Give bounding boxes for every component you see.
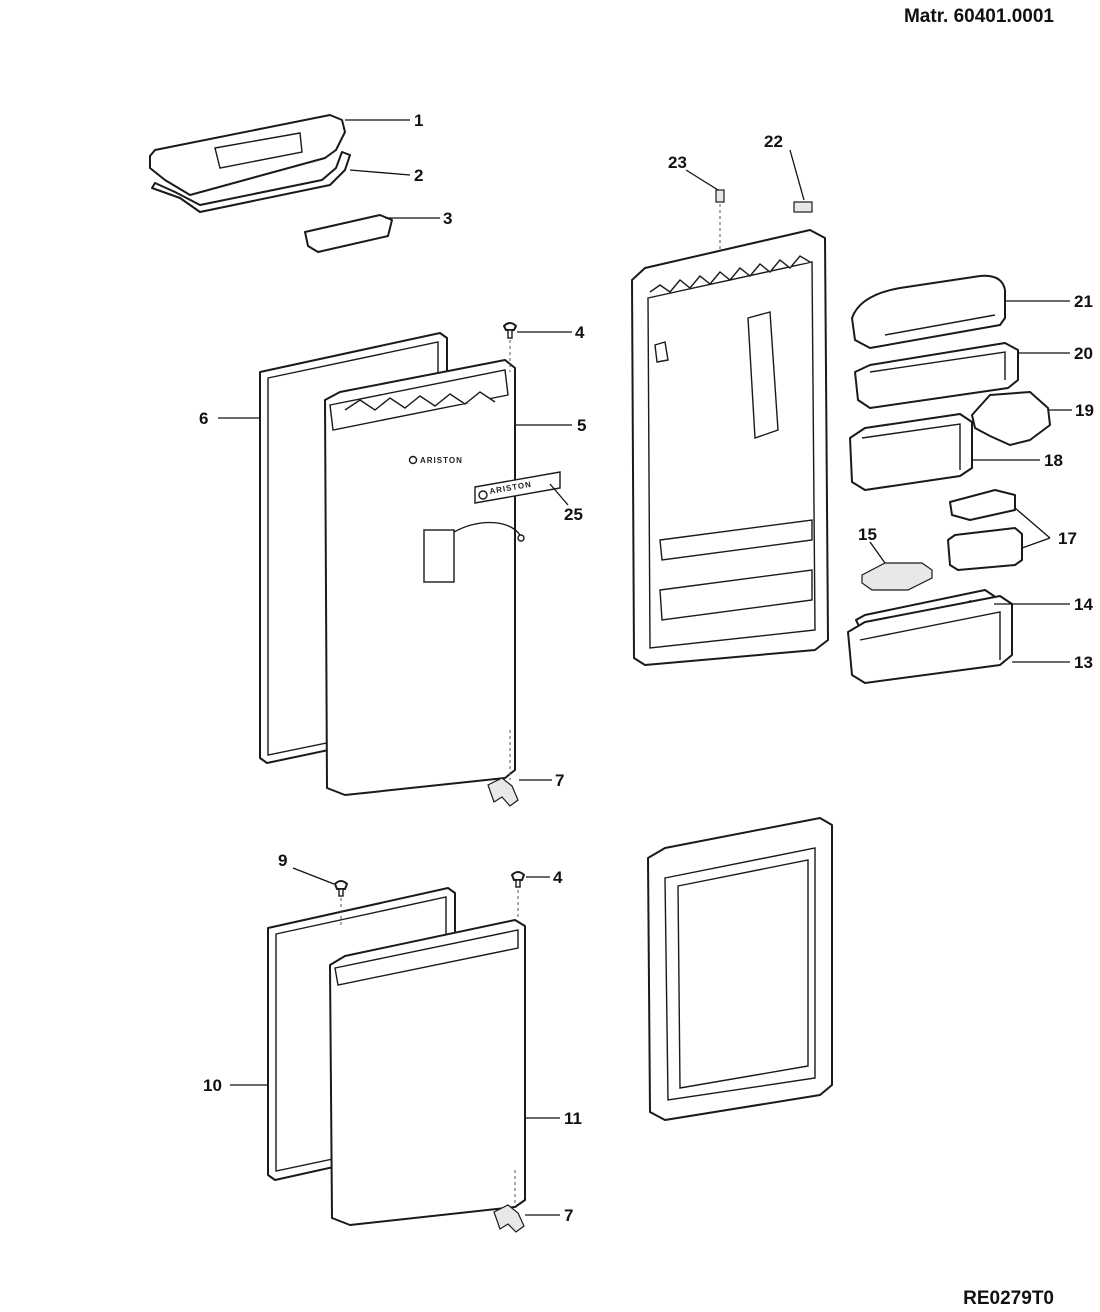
- callout-22: 22: [764, 132, 783, 151]
- callout-9: 9: [278, 851, 287, 870]
- part-15-small-lid: [861, 562, 933, 591]
- callout-18: 18: [1044, 451, 1063, 470]
- part-17-containers: [947, 489, 1023, 571]
- callout-13: 13: [1074, 653, 1093, 672]
- part-4-upper-screw: [503, 322, 517, 339]
- part-7-lower-hinge: [493, 1204, 525, 1233]
- inner-door-liner-lower: [647, 817, 833, 1121]
- drawing-title: Matr. 60401.0001: [903, 6, 1054, 27]
- part-2-handle-seal: [151, 151, 351, 213]
- part-4-lower-screw: [511, 871, 525, 888]
- part-20-dairy-shelf: [854, 342, 1019, 409]
- callout-25: 25: [564, 505, 583, 524]
- callout-19: 19: [1075, 401, 1094, 420]
- part-9-screw: [334, 880, 348, 897]
- door-logo-text: ARISTON: [420, 456, 463, 465]
- inner-door-liner-upper: [631, 229, 829, 666]
- callout-7-lower: 7: [564, 1206, 573, 1225]
- drawing-reference: RE0279T0: [963, 1288, 1054, 1309]
- callout-23: 23: [668, 153, 687, 172]
- callout-10: 10: [203, 1076, 222, 1095]
- callout-6: 6: [199, 409, 208, 428]
- callout-4-lower: 4: [553, 868, 563, 887]
- part-19-egg-tray: [971, 391, 1051, 446]
- part-5-upper-door: ARISTON: [324, 359, 525, 796]
- callout-15: 15: [858, 525, 877, 544]
- part-13-bottle-shelf: [847, 595, 1013, 684]
- part-7-upper-hinge: [487, 777, 519, 807]
- part-22-clip: [793, 201, 813, 213]
- part-1-handle-cover: [149, 114, 346, 196]
- part-23-clip: [715, 189, 725, 203]
- callout-14: 14: [1074, 595, 1093, 614]
- callout-17: 17: [1058, 529, 1077, 548]
- part-25-logo-badge: ARISTON: [474, 471, 561, 504]
- callout-20: 20: [1074, 344, 1093, 363]
- callout-11: 11: [564, 1109, 582, 1128]
- callout-3: 3: [443, 209, 452, 228]
- callout-5: 5: [577, 416, 586, 435]
- part-18-door-balcony: [849, 413, 973, 491]
- callout-4-upper: 4: [575, 323, 585, 342]
- callout-2: 2: [414, 166, 423, 185]
- callout-1: 1: [414, 111, 423, 130]
- callout-21: 21: [1074, 292, 1093, 311]
- callout-7-upper: 7: [555, 771, 564, 790]
- part-11-lower-door: [329, 919, 526, 1226]
- part-3-handle-insert: [304, 214, 393, 253]
- part-21-dairy-cover: [851, 274, 1006, 349]
